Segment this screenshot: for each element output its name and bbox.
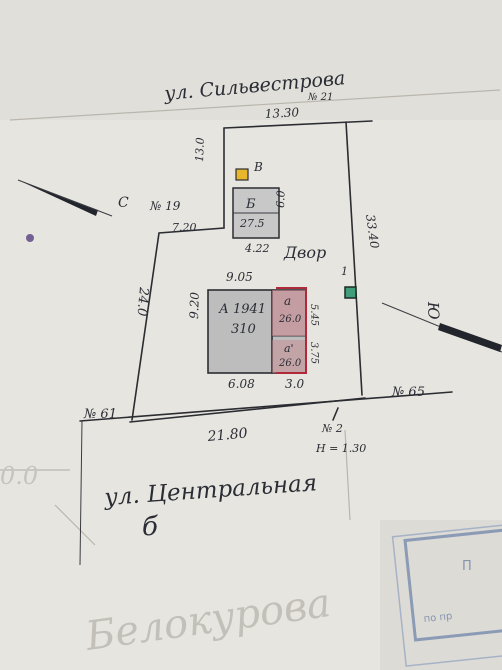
annex-b bbox=[272, 340, 306, 373]
plot-number-west: № 19 bbox=[149, 199, 181, 213]
house-bottom-left-dim: 6.08 bbox=[228, 377, 255, 391]
well-marker bbox=[235, 168, 249, 181]
dim-step-west: 7.20 bbox=[172, 221, 197, 234]
dim-north: 13.30 bbox=[264, 105, 299, 121]
stamp-letter: П bbox=[462, 559, 472, 574]
annex-b-code: а' bbox=[284, 342, 294, 355]
street-letter: б bbox=[142, 512, 158, 542]
annex-b-dim: 3.75 bbox=[308, 342, 320, 365]
annex-a-code: а bbox=[284, 294, 291, 308]
compass-north-letter: С bbox=[118, 195, 129, 211]
house-left-dim: 9.20 bbox=[187, 292, 202, 320]
boundary-north bbox=[223, 120, 373, 129]
plot-number-southwest: № 61 bbox=[83, 407, 117, 422]
house-bottom-right-dim: 3.0 bbox=[285, 377, 304, 391]
dim-east: 33.40 bbox=[363, 213, 382, 249]
plot-number-east: № 65 bbox=[391, 385, 425, 400]
height-mark: Н = 1.30 bbox=[315, 442, 366, 455]
north-arrow-icon bbox=[18, 180, 98, 216]
ink-blot bbox=[26, 234, 34, 242]
annex-a bbox=[272, 290, 306, 336]
plot-number-north: № 21 bbox=[307, 92, 333, 103]
house-main-area: 310 bbox=[231, 322, 256, 337]
pencil-line-right bbox=[344, 429, 351, 521]
stamp-box bbox=[403, 527, 502, 642]
dim-west: 24.0 bbox=[133, 286, 151, 317]
annex-b-area: 26.0 bbox=[278, 358, 302, 369]
shed-area: 27.5 bbox=[239, 217, 265, 230]
house-main-code: А 1941 bbox=[218, 302, 266, 317]
pencil-mark-left bbox=[0, 469, 96, 546]
shed-bottom-dim: 4.22 bbox=[244, 242, 270, 255]
gate-number: 1 bbox=[341, 265, 348, 278]
house-top-dim: 9.05 bbox=[226, 270, 253, 284]
road-edge-south bbox=[79, 391, 453, 422]
annex-outline-red bbox=[276, 287, 307, 374]
left-margin-mark: 0.0 bbox=[0, 462, 38, 490]
south-arrow-icon bbox=[438, 323, 502, 352]
annex-a-area: 26.0 bbox=[278, 314, 302, 325]
dim-small-vertical: 13.0 bbox=[193, 137, 207, 162]
pencil-line-top bbox=[9, 89, 501, 121]
extension-line-left bbox=[79, 420, 83, 566]
stamp-text: по пр bbox=[423, 611, 453, 625]
stamp-outer bbox=[391, 522, 502, 667]
dim-south: 21.80 bbox=[206, 426, 248, 446]
annex-a-dim: 5.45 bbox=[308, 304, 320, 327]
boundary-west bbox=[131, 127, 225, 421]
north-arrow-line bbox=[17, 179, 113, 217]
well-code: В bbox=[253, 160, 263, 174]
shed-code: Б bbox=[245, 197, 256, 212]
plot-number-south: № 2 bbox=[321, 422, 343, 435]
compass-south-letter: Ю bbox=[424, 301, 443, 321]
paper-shadow-top bbox=[0, 0, 502, 120]
shed-right-dim: 6.0 bbox=[274, 190, 288, 208]
gate-tick bbox=[332, 407, 339, 421]
paper-shadow-corner bbox=[380, 520, 502, 670]
yard-label: Двор bbox=[283, 243, 326, 262]
boundary-east bbox=[345, 121, 363, 396]
gate-marker bbox=[344, 286, 357, 299]
